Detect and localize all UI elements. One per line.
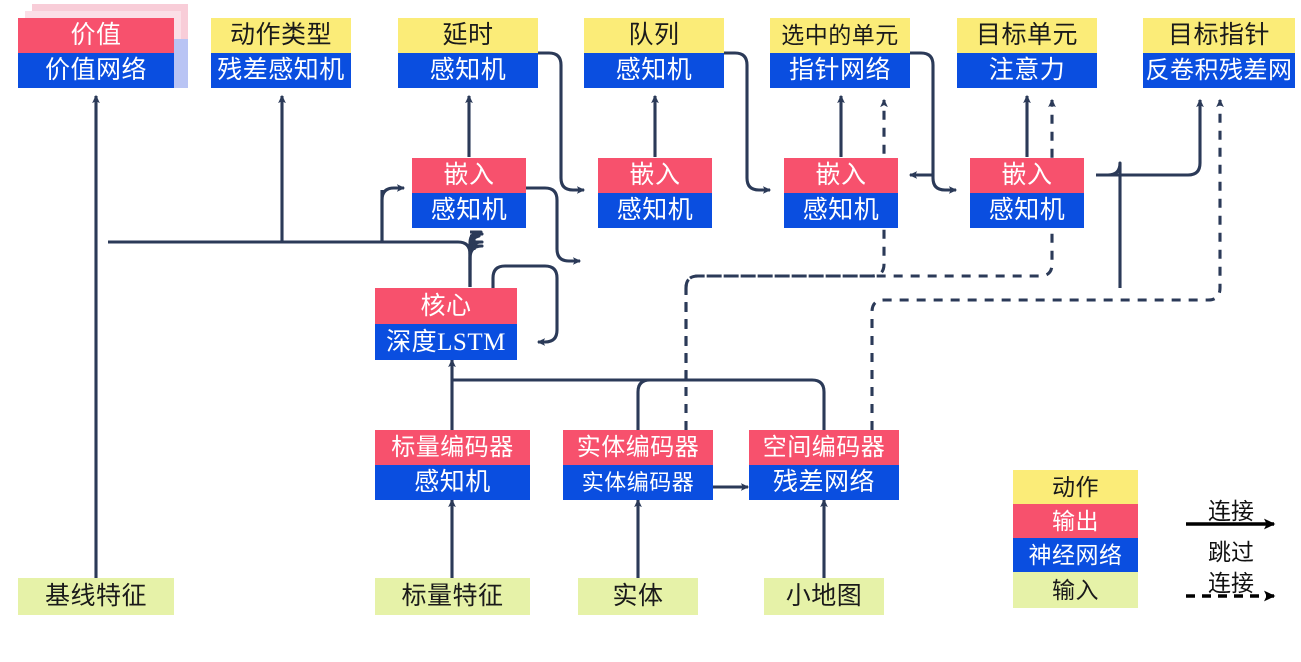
input-minimap[interactable]: 小地图 (764, 578, 884, 615)
node-core-output-label: 核心 (375, 288, 517, 324)
node-scalar-encoder[interactable]: 标量编码器 感知机 (375, 430, 530, 500)
node-embed-delay-network-label: 感知机 (412, 193, 526, 228)
input-entities[interactable]: 实体 (578, 578, 698, 615)
node-action-type-action-label: 动作类型 (211, 18, 351, 53)
input-scalar-features-label: 标量特征 (375, 578, 530, 615)
node-embed-selected-unit-network-label: 感知机 (784, 193, 898, 228)
node-action-type[interactable]: 动作类型 残差感知机 (211, 18, 351, 88)
node-delay-network-label: 感知机 (398, 53, 538, 88)
legend-swatch-action: 动作 (1013, 470, 1138, 504)
input-minimap-label: 小地图 (764, 578, 884, 615)
node-embed-queue[interactable]: 嵌入 感知机 (598, 158, 712, 228)
node-embed-selected-unit[interactable]: 嵌入 感知机 (784, 158, 898, 228)
node-action-type-network-label: 残差感知机 (211, 53, 351, 88)
legend-skip-label-line2: 连接 (1208, 571, 1254, 596)
node-spatial-encoder-network-label: 残差网络 (749, 465, 899, 500)
node-target-unit-network-label: 注意力 (957, 53, 1097, 88)
node-core-network-label: 深度LSTM (375, 324, 517, 360)
node-embed-target-unit[interactable]: 嵌入 感知机 (970, 158, 1084, 228)
node-delay[interactable]: 延时 感知机 (398, 18, 538, 88)
node-delay-action-label: 延时 (398, 18, 538, 53)
legend-swatch-network: 神经网络 (1013, 538, 1138, 572)
legend-swatch-input: 输入 (1013, 572, 1138, 608)
node-entity-encoder[interactable]: 实体编码器 实体编码器 (563, 430, 713, 500)
node-embed-delay-output-label: 嵌入 (412, 158, 526, 193)
legend-connection-label: 连接 (1208, 499, 1254, 524)
node-scalar-encoder-output-label: 标量编码器 (375, 430, 530, 465)
node-value-output-label: 价值 (18, 18, 174, 53)
legend-swatches: 动作 输出 神经网络 输入 (1013, 470, 1138, 608)
node-embed-queue-network-label: 感知机 (598, 193, 712, 228)
node-target-point[interactable]: 目标指针 反卷积残差网 (1143, 18, 1295, 88)
node-queue-network-label: 感知机 (584, 53, 724, 88)
input-scalar-features[interactable]: 标量特征 (375, 578, 530, 615)
node-selected-unit-network-label: 指针网络 (770, 53, 910, 88)
input-entities-label: 实体 (578, 578, 698, 615)
node-embed-selected-unit-output-label: 嵌入 (784, 158, 898, 193)
node-embed-delay[interactable]: 嵌入 感知机 (412, 158, 526, 228)
node-queue[interactable]: 队列 感知机 (584, 18, 724, 88)
legend-swatch-output: 输出 (1013, 504, 1138, 538)
node-target-unit[interactable]: 目标单元 注意力 (957, 18, 1097, 88)
legend-skip-label-line1: 跳过 (1208, 540, 1254, 565)
node-value[interactable]: 价值 价值网络 (18, 4, 188, 88)
node-selected-unit[interactable]: 选中的单元 指针网络 (770, 18, 910, 88)
node-entity-encoder-output-label: 实体编码器 (563, 430, 713, 465)
node-value-network-label: 价值网络 (18, 53, 174, 88)
node-spatial-encoder-output-label: 空间编码器 (749, 430, 899, 465)
input-baseline-features[interactable]: 基线特征 (18, 578, 174, 615)
input-baseline-features-label: 基线特征 (18, 578, 174, 615)
node-embed-target-unit-output-label: 嵌入 (970, 158, 1084, 193)
node-selected-unit-action-label: 选中的单元 (770, 18, 910, 53)
node-entity-encoder-network-label: 实体编码器 (563, 465, 713, 500)
node-target-unit-action-label: 目标单元 (957, 18, 1097, 53)
node-target-point-action-label: 目标指针 (1143, 18, 1295, 53)
node-core[interactable]: 核心 深度LSTM (375, 288, 517, 360)
node-queue-action-label: 队列 (584, 18, 724, 53)
node-embed-queue-output-label: 嵌入 (598, 158, 712, 193)
node-scalar-encoder-network-label: 感知机 (375, 465, 530, 500)
node-target-point-network-label: 反卷积残差网 (1143, 53, 1295, 88)
node-spatial-encoder[interactable]: 空间编码器 残差网络 (749, 430, 899, 500)
node-embed-target-unit-network-label: 感知机 (970, 193, 1084, 228)
